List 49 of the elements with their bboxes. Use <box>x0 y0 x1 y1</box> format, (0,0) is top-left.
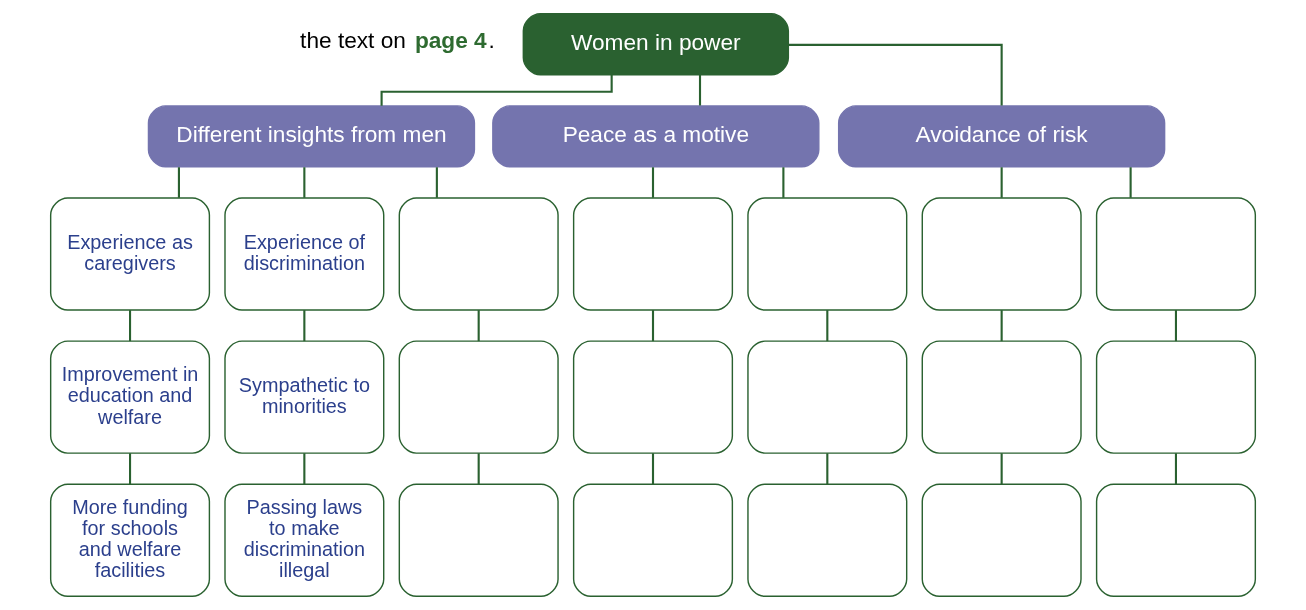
connector <box>1174 453 1178 485</box>
node-box: Peace as a motive <box>492 105 820 168</box>
node-box <box>398 483 559 597</box>
connector <box>177 167 180 198</box>
node-box <box>398 340 559 454</box>
node-box: Avoidance of risk <box>837 105 1166 168</box>
node-box: Women in power <box>522 13 790 76</box>
connector <box>128 310 132 342</box>
connector <box>788 43 1003 106</box>
node-box <box>747 197 908 311</box>
connector <box>128 453 132 485</box>
node-box: Sympathetic to minorities <box>224 340 385 454</box>
node-box <box>747 340 908 454</box>
node-box: More funding for schools and welfare facilities <box>49 483 211 597</box>
connector <box>826 310 829 342</box>
node-box: Different insights from men <box>147 105 476 168</box>
connector <box>1174 310 1178 342</box>
node-box <box>572 197 734 311</box>
node-box <box>398 197 559 311</box>
connector <box>477 453 480 485</box>
connector <box>303 167 306 198</box>
label: the text on page 4. <box>300 27 495 54</box>
connector <box>651 453 655 485</box>
connector <box>782 167 785 198</box>
connector <box>1000 453 1003 485</box>
node-box <box>1095 483 1257 597</box>
node-box <box>747 483 908 597</box>
connector <box>477 310 480 342</box>
node-box <box>921 197 1082 311</box>
node-box <box>921 483 1082 597</box>
connector <box>435 167 438 198</box>
connector <box>651 310 655 342</box>
node-box <box>1095 340 1257 454</box>
connector <box>826 453 829 485</box>
node-box: Improvement in education and welfare <box>49 340 211 454</box>
connector <box>651 167 655 198</box>
node-box <box>921 340 1082 454</box>
connector <box>698 74 702 106</box>
connector <box>303 310 306 342</box>
node-box: Experience of discrimination <box>224 197 385 311</box>
node-box: Experience as caregivers <box>49 197 211 311</box>
node-box <box>572 483 734 597</box>
connector <box>303 453 306 485</box>
connector <box>1000 167 1003 198</box>
node-box <box>1095 197 1257 311</box>
connector <box>1129 167 1132 198</box>
connector <box>1000 310 1003 342</box>
node-box <box>572 340 734 454</box>
node-box: Passing laws to make discrimination illegal <box>224 483 385 597</box>
